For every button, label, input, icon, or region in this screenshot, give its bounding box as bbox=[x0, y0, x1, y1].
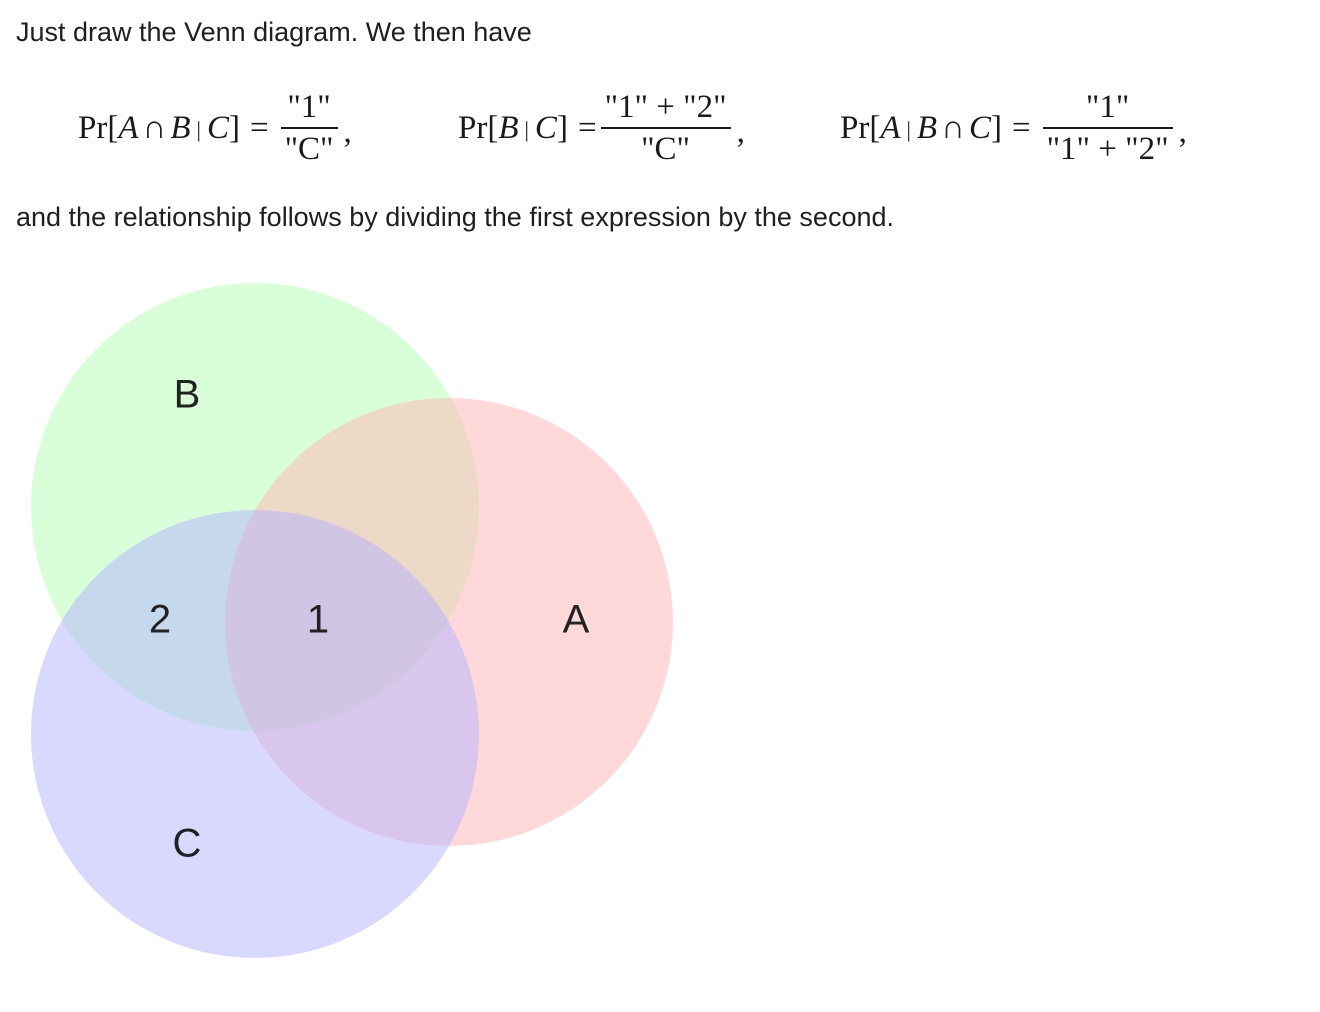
eq2-lhs: Pr[B|C] bbox=[458, 110, 568, 147]
eq3-denominator: "1" + "2" bbox=[1046, 131, 1169, 167]
eq3-pr: Pr[ bbox=[840, 109, 881, 146]
venn-region-1-label: 1 bbox=[307, 598, 329, 642]
conclusion-text: and the relationship follows by dividing… bbox=[16, 202, 895, 232]
eq1-cap-symbol: ∩ bbox=[142, 109, 167, 146]
eq1-var-b: B bbox=[170, 109, 191, 146]
eq1-denominator: "C" bbox=[284, 131, 334, 167]
eq3-comma: , bbox=[1178, 113, 1187, 150]
eq3-lhs: Pr[A|B∩C] bbox=[840, 110, 1002, 147]
eq2-fraction: "1" + "2" "C" bbox=[599, 89, 733, 167]
eq3-equals: = bbox=[1011, 109, 1031, 146]
eq3-var-a: A bbox=[880, 109, 901, 146]
eq1-var-a: A bbox=[118, 109, 139, 146]
venn-diagram: B A C 2 1 bbox=[31, 283, 673, 958]
eq1-fraction-line bbox=[280, 127, 338, 129]
eq2-fraction-line bbox=[600, 127, 731, 129]
eq1-equals: = bbox=[249, 109, 269, 146]
eq2-var-b: B bbox=[498, 109, 519, 146]
eq3-cap-symbol: ∩ bbox=[941, 109, 965, 146]
eq1-pr: Pr[ bbox=[78, 109, 119, 146]
venn-label-a: A bbox=[563, 598, 590, 642]
eq2-denominator: "C" bbox=[641, 131, 691, 167]
eq2-pr: Pr[ bbox=[458, 109, 499, 146]
equation-row: Pr[A∩B|C] = "1" "C" , Pr[B|C] = "1" + "2… bbox=[0, 78, 1320, 178]
equation-pr-a-and-b-given-c: Pr[A∩B|C] = "1" "C" , bbox=[78, 78, 352, 178]
eq2-comma: , bbox=[736, 113, 745, 150]
eq1-fraction: "1" "C" bbox=[279, 89, 340, 167]
eq3-fraction: "1" "1" + "2" bbox=[1041, 89, 1175, 167]
eq3-fraction-line bbox=[1042, 127, 1173, 129]
eq1-numerator: "1" bbox=[287, 89, 331, 125]
venn-label-c: C bbox=[173, 822, 202, 866]
eq2-given-bar: | bbox=[524, 116, 529, 142]
eq3-numerator: "1" bbox=[1085, 89, 1130, 125]
eq2-equals: = bbox=[577, 109, 597, 146]
eq2-var-c: C bbox=[534, 109, 557, 146]
eq3-close-bracket: ] bbox=[990, 109, 1002, 146]
eq3-var-b: B bbox=[916, 109, 938, 146]
venn-label-b: B bbox=[174, 373, 201, 417]
eq3-var-c: C bbox=[968, 109, 991, 146]
eq1-var-c: C bbox=[206, 109, 229, 146]
eq1-comma: , bbox=[343, 113, 352, 150]
venn-circle-c bbox=[31, 510, 479, 958]
eq2-close-bracket: ] bbox=[556, 109, 568, 146]
intro-text: Just draw the Venn diagram. We then have bbox=[16, 17, 532, 47]
eq2-numerator: "1" + "2" bbox=[604, 89, 727, 125]
equation-pr-a-given-b-and-c: Pr[A|B∩C] = "1" "1" + "2" , bbox=[840, 78, 1187, 178]
eq1-given-bar: | bbox=[196, 116, 201, 142]
equation-pr-b-given-c: Pr[B|C] = "1" + "2" "C" , bbox=[458, 78, 745, 178]
eq1-lhs: Pr[A∩B|C] bbox=[78, 110, 240, 147]
venn-region-2-label: 2 bbox=[149, 598, 171, 642]
eq3-given-bar: | bbox=[906, 116, 911, 142]
eq1-close-bracket: ] bbox=[228, 109, 240, 146]
